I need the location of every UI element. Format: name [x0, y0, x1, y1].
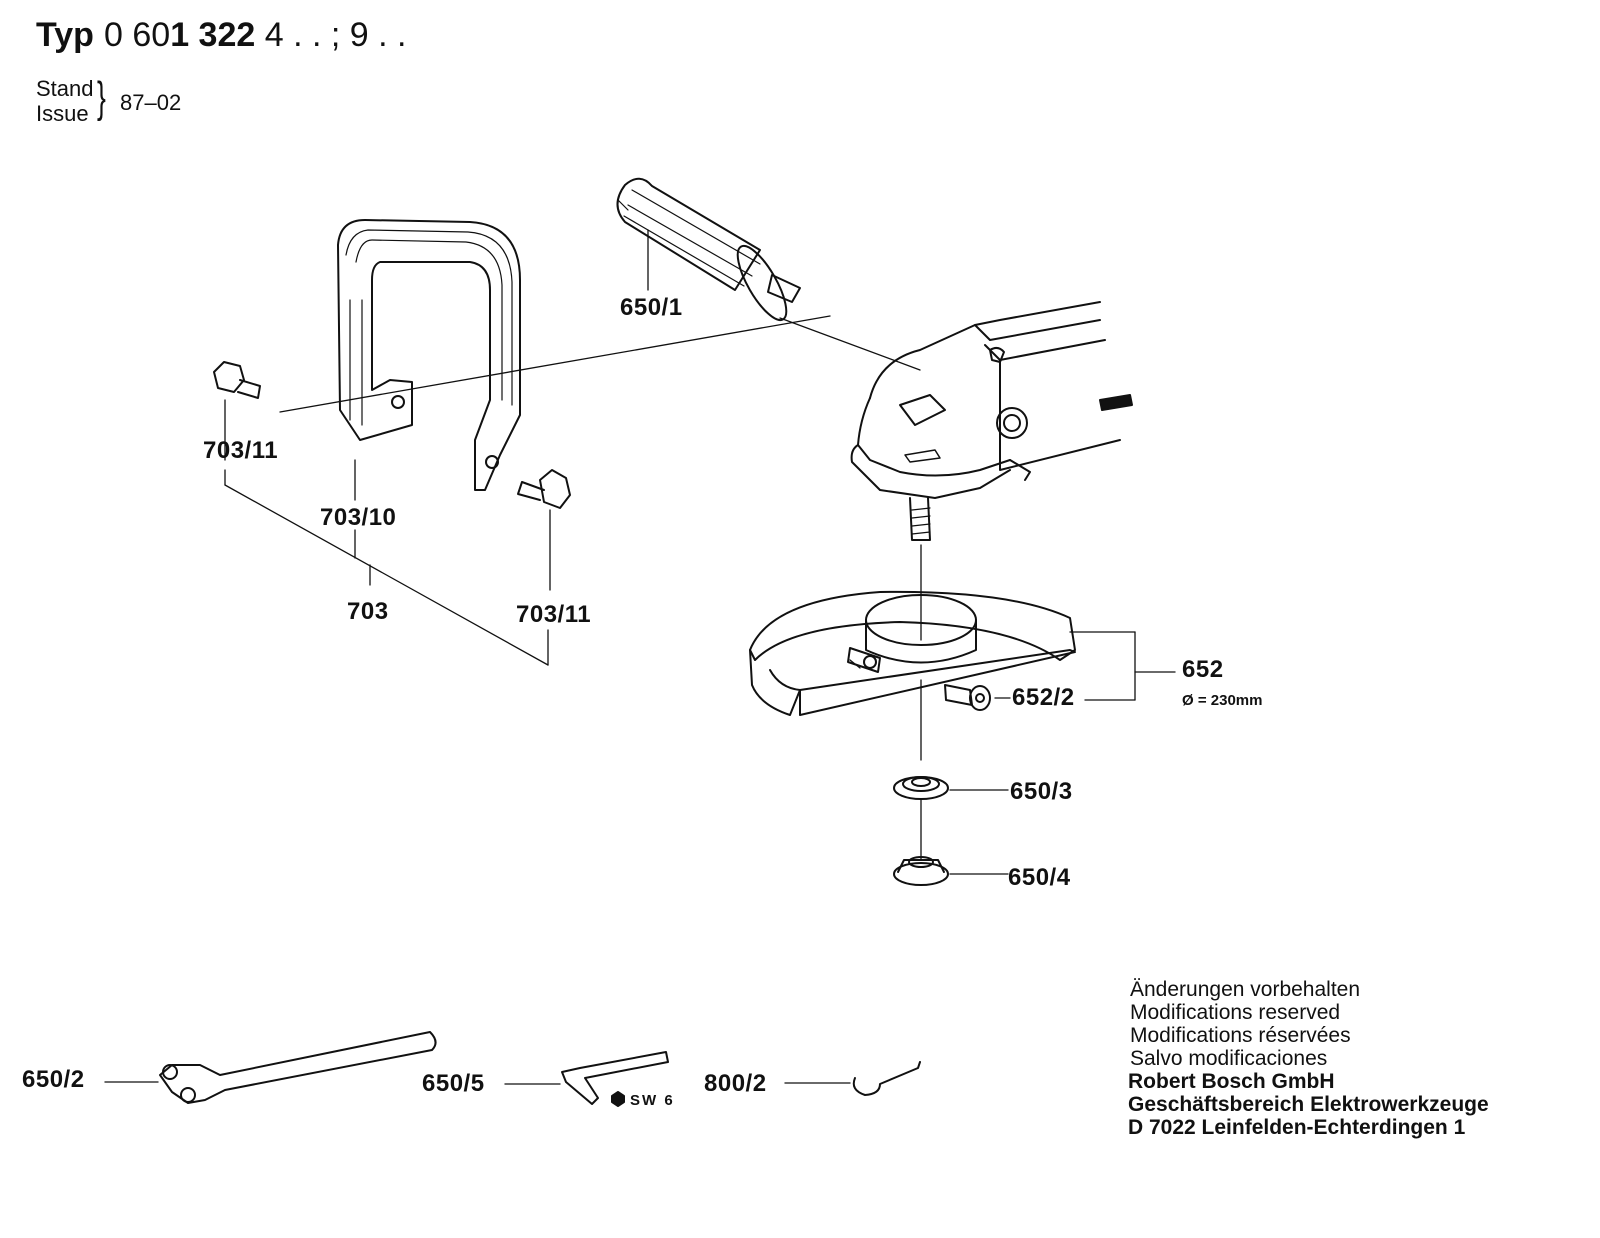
- label-652-2: 652/2: [1012, 684, 1075, 711]
- issue-label: Issue: [36, 101, 89, 126]
- clamp-nut-650-4-drawing: [893, 856, 1009, 886]
- company-location: D 7022 Leinfelden-Echterdingen 1: [1128, 1116, 1466, 1139]
- note-line: Modifications réservées: [1130, 1024, 1351, 1047]
- company-name: Robert Bosch GmbH: [1128, 1070, 1335, 1093]
- label-sw6: SW 6: [630, 1092, 675, 1109]
- type-number-suffix: 4 . . ; 9 . .: [255, 16, 407, 54]
- type-label: Typ: [36, 16, 94, 54]
- screw-703-11-left-drawing: [213, 361, 261, 461]
- screw-652-2-drawing: [944, 684, 1011, 711]
- label-703: 703: [347, 598, 389, 625]
- type-number: 0 601 322 4 . . ; 9 . .: [104, 16, 406, 55]
- leader-lines-guard: [1069, 631, 1176, 701]
- company-address: Robert Bosch GmbH Geschäftsbereich Elekt…: [1128, 1070, 1489, 1139]
- hexagon-icon: [611, 1091, 625, 1107]
- wheel-guard-652-drawing: [749, 590, 1076, 761]
- label-800-2: 800/2: [704, 1070, 767, 1097]
- brace-icon: }: [96, 73, 106, 122]
- label-652-diameter: Ø = 230mm: [1182, 692, 1263, 709]
- hex-key-650-5-drawing: [504, 1051, 669, 1107]
- company-division: Geschäftsbereich Elektrowerkzeuge: [1128, 1093, 1489, 1116]
- assembly-line: [779, 317, 921, 371]
- stand-label: Stand: [36, 76, 94, 101]
- group-bracket-703: [224, 459, 549, 666]
- issue-date: 87–02: [120, 90, 182, 115]
- stirrup-handle-703-10-drawing: [337, 219, 521, 491]
- label-703-11-left: 703/11: [203, 437, 279, 464]
- clip-800-2-drawing: [784, 1061, 921, 1096]
- spanner-650-2-drawing: [104, 1031, 437, 1104]
- modifications-notes: Änderungen vorbehalten Modifications res…: [1130, 978, 1360, 1070]
- type-number-bold: 1 322: [170, 16, 256, 54]
- label-650-5: 650/5: [422, 1070, 485, 1097]
- note-line: Modifications reserved: [1130, 1001, 1341, 1024]
- note-line: Salvo modificaciones: [1130, 1047, 1328, 1070]
- screw-703-11-right-drawing: [517, 469, 571, 591]
- stand-issue: Stand Issue: [36, 76, 94, 126]
- grinder-body-drawing: [850, 301, 1133, 641]
- label-703-11-right: 703/11: [516, 601, 592, 628]
- label-650-3: 650/3: [1010, 778, 1073, 805]
- label-650-2: 650/2: [22, 1066, 85, 1093]
- label-650-1: 650/1: [620, 294, 683, 321]
- label-703-10: 703/10: [320, 504, 397, 531]
- label-650-4: 650/4: [1008, 864, 1071, 891]
- type-number-prefix: 0 60: [104, 16, 171, 54]
- side-handle-650-1-drawing: [616, 177, 801, 322]
- flange-650-3-drawing: [893, 776, 1009, 861]
- note-line: Änderungen vorbehalten: [1130, 978, 1361, 1001]
- label-652: 652: [1182, 656, 1224, 683]
- assembly-line: [279, 315, 831, 413]
